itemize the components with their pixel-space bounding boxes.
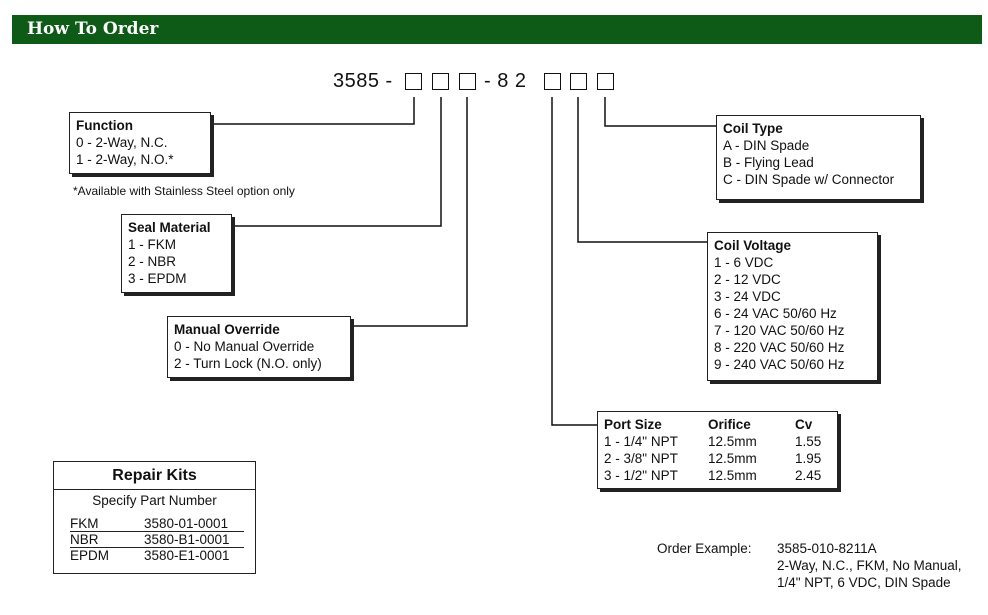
- section-title: How To Order: [27, 19, 159, 39]
- manual-title: Manual Override: [174, 322, 280, 337]
- coil-voltage-option: 8 - 220 VAC 50/60 Hz: [714, 340, 845, 355]
- code-slot-voltage: [570, 73, 587, 90]
- coil-voltage-option: 2 - 12 VDC: [714, 272, 781, 287]
- code-middle: - 8 2: [484, 70, 527, 92]
- seal-title: Seal Material: [128, 220, 211, 235]
- port-row: 2 - 3/8" NPT 12.5mm 1.95: [604, 450, 821, 467]
- repair-material: EPDM: [70, 548, 110, 563]
- voltage-connector: [577, 97, 710, 243]
- port-cell: 12.5mm: [708, 468, 757, 483]
- port-cell: 1.95: [795, 451, 822, 466]
- repair-part-number: 3580-01-0001: [144, 516, 244, 532]
- repair-row: NBR 3580-B1-0001: [70, 531, 244, 548]
- port-cell: 12.5mm: [708, 451, 757, 466]
- part-code: 3585 -: [333, 70, 393, 93]
- manual-override-box: Manual Override 0 - No Manual Override 2…: [167, 316, 351, 378]
- port-size-box: Port Size Orifice Cv 1 - 1/4" NPT 12.5mm…: [597, 411, 838, 489]
- seal-option: 3 - EPDM: [128, 271, 187, 286]
- code-prefix: 3585 -: [333, 70, 393, 92]
- order-example-line: 2-Way, N.C., FKM, No Manual,: [777, 558, 962, 573]
- code-slot-function: [405, 73, 422, 90]
- port-header: Port Size: [604, 417, 662, 432]
- order-example-value: 3585-010-8211A 2-Way, N.C., FKM, No Manu…: [777, 540, 962, 591]
- coil-voltage-option: 3 - 24 VDC: [714, 289, 781, 304]
- port-header: Orifice: [708, 417, 751, 432]
- seal-material-box: Seal Material 1 - FKM 2 - NBR 3 - EPDM: [121, 214, 232, 293]
- repair-title: Repair Kits: [112, 467, 197, 484]
- function-title: Function: [76, 118, 133, 133]
- coil-voltage-title: Coil Voltage: [714, 238, 792, 253]
- order-example-line: 3585-010-8211A: [777, 541, 877, 556]
- coiltype-connector: [604, 97, 716, 127]
- port-cell: 3 - 1/2" NPT: [604, 468, 678, 483]
- repair-table: FKM 3580-01-0001 NBR 3580-B1-0001 EPDM 3…: [70, 516, 244, 563]
- port-cell: 1 - 1/4" NPT: [604, 434, 678, 449]
- section-header: How To Order: [12, 15, 982, 44]
- port-header-row: Port Size Orifice Cv: [604, 416, 821, 433]
- port-cell: 2.45: [795, 468, 822, 483]
- coil-type-box: Coil Type A - DIN Spade B - Flying Lead …: [716, 115, 921, 200]
- code-slot-coiltype: [597, 73, 614, 90]
- coil-voltage-option: 7 - 120 VAC 50/60 Hz: [714, 323, 845, 338]
- order-example-label: Order Example:: [657, 541, 752, 556]
- repair-divider: [54, 489, 255, 490]
- coil-voltage-option: 6 - 24 VAC 50/60 Hz: [714, 306, 837, 321]
- function-option: 1 - 2-Way, N.O.*: [76, 152, 174, 167]
- coil-type-option: B - Flying Lead: [723, 155, 814, 170]
- coil-voltage-option: 9 - 240 VAC 50/60 Hz: [714, 357, 845, 372]
- repair-part-number: 3580-B1-0001: [144, 531, 244, 548]
- function-connector: [210, 97, 415, 125]
- order-example-line: 1/4" NPT, 6 VDC, DIN Spade: [777, 575, 951, 590]
- manual-connector: [350, 97, 468, 327]
- footnote: *Available with Stainless Steel option o…: [73, 184, 295, 198]
- port-header: Cv: [795, 417, 813, 432]
- port-size-table: Port Size Orifice Cv 1 - 1/4" NPT 12.5mm…: [604, 416, 821, 484]
- code-slot-seal: [432, 73, 449, 90]
- coil-type-option: C - DIN Spade w/ Connector: [723, 172, 895, 187]
- repair-kits-panel: Repair Kits Specify Part Number FKM 3580…: [53, 461, 256, 574]
- code-slot-manual: [459, 73, 476, 90]
- function-box: Function 0 - 2-Way, N.C. 1 - 2-Way, N.O.…: [69, 112, 211, 174]
- coil-type-title: Coil Type: [723, 121, 783, 136]
- repair-material: FKM: [70, 516, 144, 532]
- coil-voltage-box: Coil Voltage 1 - 6 VDC 2 - 12 VDC 3 - 24…: [707, 232, 878, 381]
- manual-option: 0 - No Manual Override: [174, 339, 315, 354]
- repair-part-number: 3580-E1-0001: [144, 548, 230, 563]
- port-row: 1 - 1/4" NPT 12.5mm 1.55: [604, 433, 821, 450]
- seal-option: 1 - FKM: [128, 237, 177, 252]
- repair-subtitle: Specify Part Number: [92, 493, 217, 508]
- manual-option: 2 - Turn Lock (N.O. only): [174, 356, 322, 371]
- port-cell: 2 - 3/8" NPT: [604, 451, 678, 466]
- port-row: 3 - 1/2" NPT 12.5mm 2.45: [604, 467, 821, 484]
- repair-material: NBR: [70, 531, 144, 548]
- coil-type-option: A - DIN Spade: [723, 138, 810, 153]
- repair-row: FKM 3580-01-0001: [70, 516, 244, 532]
- port-cell: 1.55: [795, 434, 822, 449]
- function-option: 0 - 2-Way, N.C.: [76, 135, 168, 150]
- coil-voltage-option: 1 - 6 VDC: [714, 255, 774, 270]
- code-slot-port: [544, 73, 561, 90]
- repair-row: EPDM 3580-E1-0001: [70, 548, 244, 564]
- port-connector: [551, 97, 598, 426]
- seal-connector: [231, 97, 442, 227]
- port-cell: 12.5mm: [708, 434, 757, 449]
- seal-option: 2 - NBR: [128, 254, 177, 269]
